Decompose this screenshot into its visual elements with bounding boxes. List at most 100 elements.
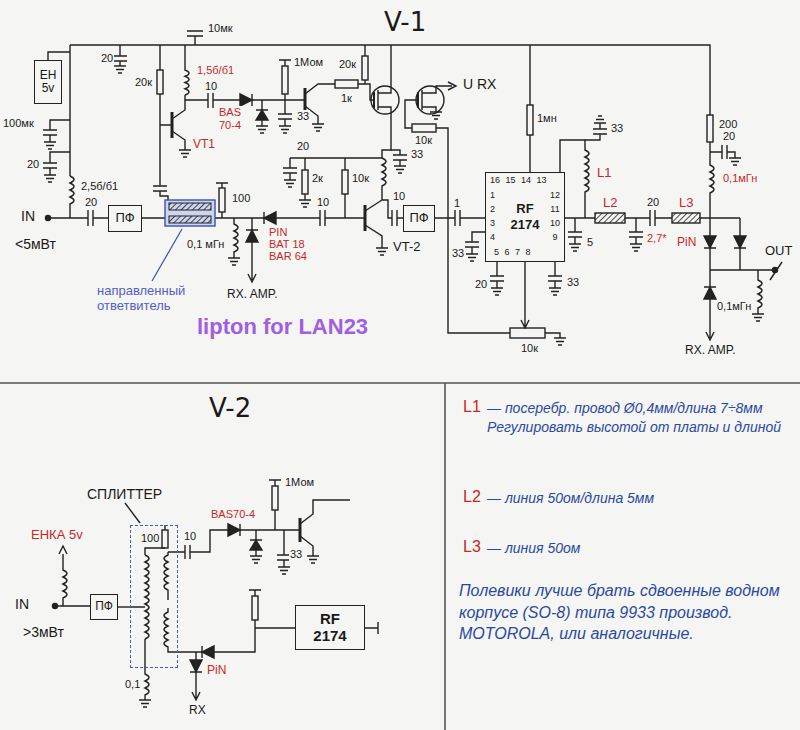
part-label: BAS 70-4: [218, 106, 242, 131]
ground-symbols-part: [376, 248, 388, 255]
splitter-box: СПЛИТТЕР: [130, 525, 178, 668]
v1-wiring-part: [153, 45, 172, 200]
v1-wiring-part: [704, 287, 716, 299]
v1-wiring-part: [707, 115, 713, 142]
component-label: OUT: [764, 244, 793, 259]
part-label: PIN: [268, 226, 288, 239]
amplifier-chip: 16 15 14 131 2 3 4RF 217412 11 10 95 6 7…: [485, 172, 565, 262]
component-label: 33: [296, 110, 310, 123]
part-label: 0,1мГн: [722, 172, 758, 185]
v2-wiring-part: [272, 486, 278, 510]
v1-wiring-part: [391, 150, 407, 166]
chip-name: RF 2174: [511, 201, 540, 232]
part-label: VT1: [192, 138, 216, 152]
v1-wiring-part: [378, 45, 391, 158]
v1-wiring-part: [256, 100, 268, 126]
part-label: L3: [678, 196, 694, 211]
component-label: 33: [289, 548, 303, 561]
watermark: lipton for LAN23: [196, 314, 369, 339]
v1-wiring-part: [279, 60, 291, 100]
v1-wiring-part: [773, 268, 778, 273]
component-label: 10к: [414, 134, 433, 147]
part-label: ЕНКА 5v: [30, 528, 84, 543]
v1-wiring-part: [672, 213, 700, 223]
ground-symbols-part: [279, 126, 291, 133]
v1-wiring-part: [113, 45, 127, 66]
pin-numbers: 5 6 7 8: [494, 248, 531, 258]
component-label: 20: [84, 196, 98, 209]
v1-wiring-part: [46, 216, 51, 221]
ground-symbols-part: [466, 254, 478, 261]
v1-wiring-part: [710, 142, 714, 218]
splitter-heading: СПЛИТТЕР: [86, 486, 163, 502]
box-text: ПФ: [409, 211, 428, 225]
note-text: — посеребр. провод Ø0,4мм/длина 7÷8мм Ре…: [486, 399, 788, 437]
ground-symbols-part: [44, 175, 56, 182]
component-label: 10: [183, 530, 197, 543]
part-label: 1,5б/б1: [196, 64, 235, 77]
component-label: 100: [231, 192, 251, 205]
part-label: L1: [462, 398, 482, 416]
note-text: — линия 50ом: [486, 539, 788, 558]
v1-wiring-part: [342, 170, 348, 194]
v2-wiring-part: [299, 518, 302, 542]
v1-wiring-part: [364, 45, 365, 84]
component-label: V-2: [208, 394, 252, 424]
component-label: 1: [453, 197, 461, 210]
v2-wiring-part: [214, 590, 295, 652]
ground-symbols-part: [256, 126, 268, 133]
ground-symbols-part: [250, 556, 262, 563]
v1-wiring-part: [362, 56, 368, 80]
component-label: 33: [566, 276, 580, 289]
component-label: 200: [718, 118, 738, 131]
v1-wiring-part: [256, 110, 268, 120]
v2-wiring-part: [300, 500, 350, 556]
ground-symbols-part: [491, 288, 503, 295]
ground-symbols-part: [752, 314, 764, 321]
v1-wiring-part: [700, 217, 740, 218]
v1-wiring-part: [412, 124, 436, 132]
part-label: 2,7*: [646, 232, 668, 245]
part-label: BAR 64: [268, 250, 308, 263]
v2-wiring-part: [125, 503, 140, 523]
ground-symbols-part: [139, 700, 151, 707]
component-label: 20к: [338, 58, 357, 71]
v1-wiring-part: [510, 328, 545, 338]
part-label: L3: [462, 538, 482, 556]
part-label: PiN: [676, 236, 697, 250]
component-label: 1мн: [536, 112, 558, 125]
component-label: IN: [20, 208, 36, 224]
ground-symbols-part: [569, 244, 581, 251]
v1-wiring-part: [70, 176, 74, 218]
part-label: L2: [602, 196, 618, 211]
v2-wiring-part: [55, 546, 90, 606]
ground-symbols-part: [594, 116, 606, 123]
v1-wiring-part: [704, 236, 716, 248]
component-label: 20к: [134, 76, 153, 89]
v2-wiring-part: [162, 530, 168, 548]
v2-wiring-part: [190, 660, 202, 672]
component-label: 1к: [340, 92, 353, 105]
directional-coupler-part: [169, 203, 211, 210]
v1-wiring-part: [595, 213, 625, 223]
v1-wiring-part: [234, 218, 238, 258]
v1-wiring-part: [585, 123, 607, 140]
component-label: 20: [646, 196, 660, 209]
v1-wiring-part: [382, 158, 386, 200]
ground-symbols-part: [554, 338, 566, 345]
v1-wiring-part: [422, 82, 456, 112]
note-text: — линия 50ом/длина 5мм: [486, 489, 788, 508]
note-text: Полевики лучше брать сдвоенные водном ко…: [458, 580, 792, 645]
frame-lines: [0, 383, 800, 730]
component-label: 10: [392, 190, 406, 203]
component-label: <5мВт: [14, 236, 57, 252]
v1-wiring-part: [171, 112, 174, 138]
component-label: 20: [100, 52, 114, 65]
v1-wiring-part: [545, 333, 560, 338]
v1-wiring-part: [246, 230, 258, 242]
v1-wiring: [43, 31, 782, 340]
v2-wiring-part: [130, 555, 149, 639]
v1-wiring-part: [704, 270, 716, 340]
ground-symbols-part: [44, 142, 56, 149]
component-label: 2к: [311, 172, 324, 185]
